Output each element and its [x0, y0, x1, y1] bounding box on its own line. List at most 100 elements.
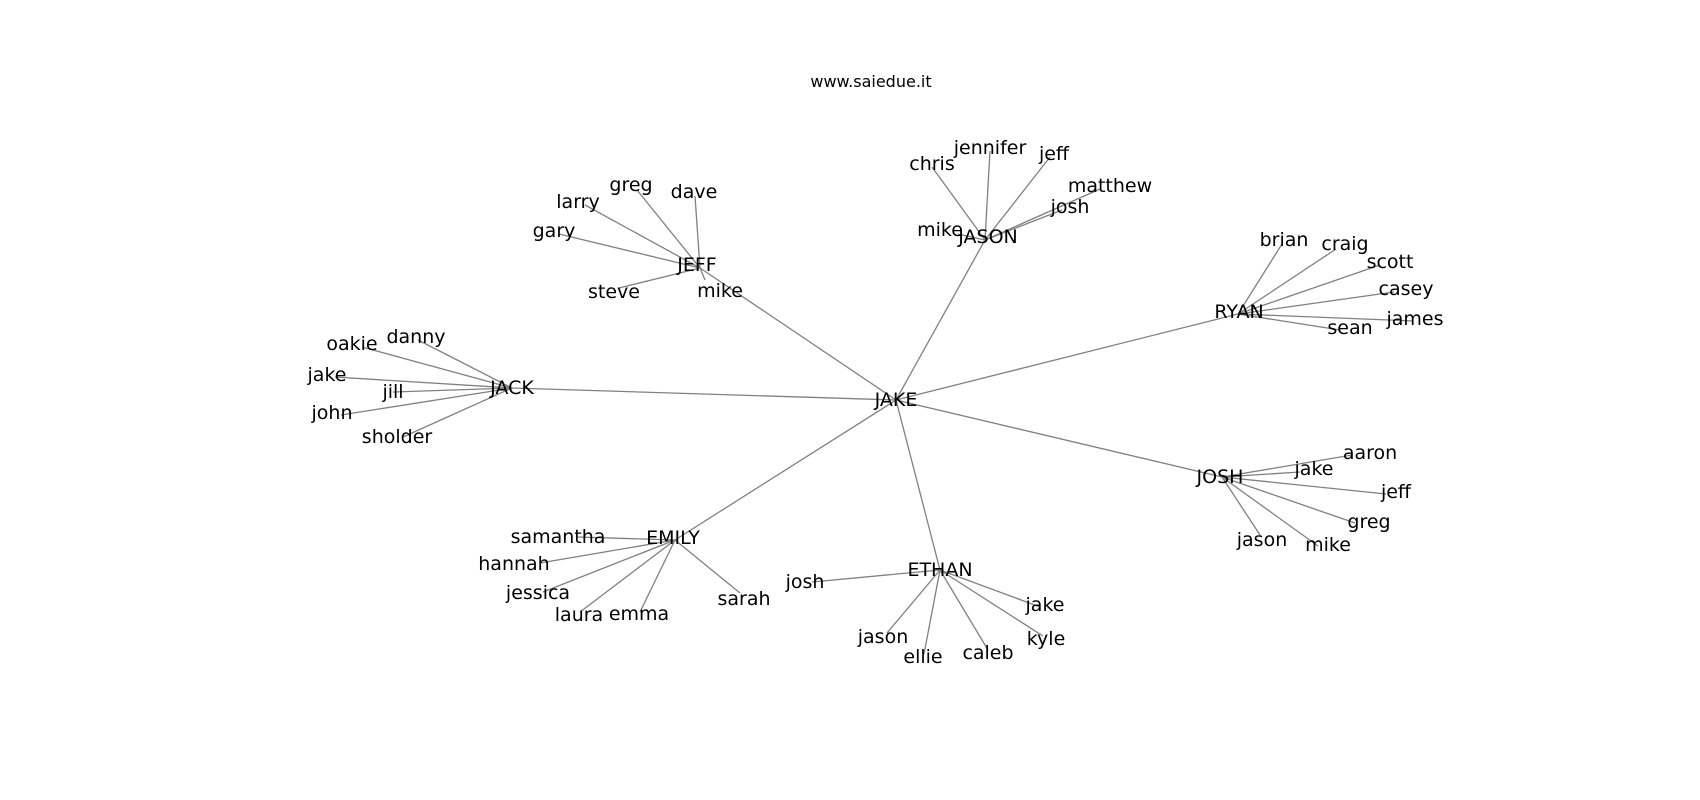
node-child: jeff	[1038, 143, 1070, 165]
edge-emily-samantha	[577, 536, 676, 541]
node-child: caleb	[962, 642, 1013, 664]
edge-jack-jake	[334, 376, 513, 389]
edge-jeff-greg	[636, 189, 701, 269]
edge-josh-jake	[1221, 471, 1301, 478]
edge-ryan-casey	[1237, 291, 1395, 315]
node-child: gary	[533, 220, 576, 242]
edge-jason-mike	[957, 233, 986, 241]
node-child: jake	[1025, 594, 1065, 616]
edge-ryan-craig	[1237, 248, 1337, 315]
edge-ryan-sean	[1237, 313, 1341, 331]
edge-jason-josh	[984, 209, 1063, 241]
node-hub-jeff: JEFF	[676, 254, 716, 276]
node-child: jason	[1236, 529, 1288, 551]
node-child: sholder	[362, 426, 433, 448]
edge-jack-jill	[392, 387, 513, 393]
edge-jason-jeff	[984, 156, 1051, 241]
edge-josh-greg	[1221, 476, 1356, 524]
node-child: josh	[785, 571, 825, 593]
edge-jason-chris	[931, 166, 986, 241]
node-child: aaron	[1343, 442, 1397, 464]
node-child: john	[311, 402, 353, 424]
edge-jeff-larry	[584, 204, 701, 269]
node-child: craig	[1321, 233, 1368, 255]
edge-root-jason	[895, 239, 986, 401]
edge-ryan-james	[1237, 313, 1414, 322]
edge-root-jack	[511, 387, 897, 401]
edge-ryan-brian	[1237, 243, 1283, 315]
node-child: kyle	[1027, 628, 1066, 650]
node-child: laura	[555, 604, 603, 626]
edge-josh-jason	[1221, 476, 1261, 536]
edge-jack-sholder	[402, 387, 513, 438]
node-hub-jack: JACK	[489, 377, 534, 399]
node-child: jake	[1294, 458, 1334, 480]
edge-jack-danny	[417, 339, 513, 389]
edge-josh-jeff	[1221, 476, 1387, 495]
edge-ethan-kyle	[939, 569, 1044, 637]
node-child: jason	[857, 626, 909, 648]
node-child: dave	[671, 181, 718, 203]
node-hub-josh: JOSH	[1196, 466, 1244, 488]
node-child: jake	[307, 364, 347, 386]
edge-ryan-scott	[1237, 264, 1381, 315]
edge-ethan-josh	[811, 569, 941, 583]
edge-ethan-caleb	[939, 569, 989, 651]
edge-root-josh	[895, 399, 1223, 478]
edge-jack-john	[340, 387, 513, 416]
edge-root-emily	[674, 399, 897, 541]
edges-layer	[334, 150, 1414, 655]
node-child: ellie	[903, 646, 942, 668]
node-child: hannah	[478, 553, 549, 575]
node-child: james	[1385, 308, 1443, 330]
node-child: danny	[386, 326, 445, 348]
node-root: JAKE	[874, 389, 918, 411]
node-child: larry	[556, 191, 599, 213]
node-hub-ryan: RYAN	[1214, 301, 1263, 323]
node-child: mike	[697, 280, 743, 302]
node-child: greg	[609, 174, 652, 196]
edge-jason-jennifer	[984, 150, 991, 241]
edge-ethan-jason	[886, 569, 941, 634]
node-child: jennifer	[953, 137, 1027, 159]
edge-jason-matthew	[984, 188, 1101, 241]
node-hub-emily: EMILY	[646, 527, 700, 549]
edge-josh-mike	[1221, 476, 1319, 547]
edge-emily-hannah	[539, 539, 676, 564]
node-child: brian	[1260, 229, 1309, 251]
node-child: chris	[909, 153, 954, 175]
edge-ethan-jake	[939, 569, 1041, 608]
node-hub-ethan: ETHAN	[907, 559, 972, 581]
node-child: mike	[917, 219, 963, 241]
edge-emily-laura	[579, 539, 676, 613]
node-child: jeff	[1380, 481, 1412, 503]
node-child: greg	[1347, 511, 1390, 533]
edge-jeff-mike	[699, 267, 706, 281]
node-child: josh	[1050, 196, 1090, 218]
node-child: sarah	[717, 588, 770, 610]
node-child: matthew	[1068, 175, 1152, 197]
node-child: casey	[1379, 278, 1434, 300]
node-child: scott	[1367, 251, 1414, 273]
edge-emily-jessica	[542, 539, 676, 593]
edge-ethan-ellie	[923, 569, 941, 655]
edge-root-ethan	[895, 399, 941, 571]
node-child: oakie	[326, 333, 377, 355]
edge-jeff-gary	[558, 233, 701, 269]
edge-root-jeff	[699, 267, 897, 401]
node-child: emma	[609, 603, 669, 625]
edge-josh-aaron	[1221, 454, 1353, 478]
edge-emily-sarah	[674, 539, 741, 594]
node-child: jill	[381, 381, 403, 403]
edge-root-ryan	[895, 313, 1239, 401]
node-child: steve	[588, 281, 640, 303]
edge-jeff-steve	[618, 267, 701, 289]
node-child: mike	[1305, 534, 1351, 556]
node-hub-jason: JASON	[957, 226, 1018, 248]
node-child: samantha	[511, 526, 606, 548]
edge-emily-emma	[639, 539, 676, 613]
page-title: www.saiedue.it	[810, 72, 932, 91]
node-child: jessica	[505, 582, 570, 604]
